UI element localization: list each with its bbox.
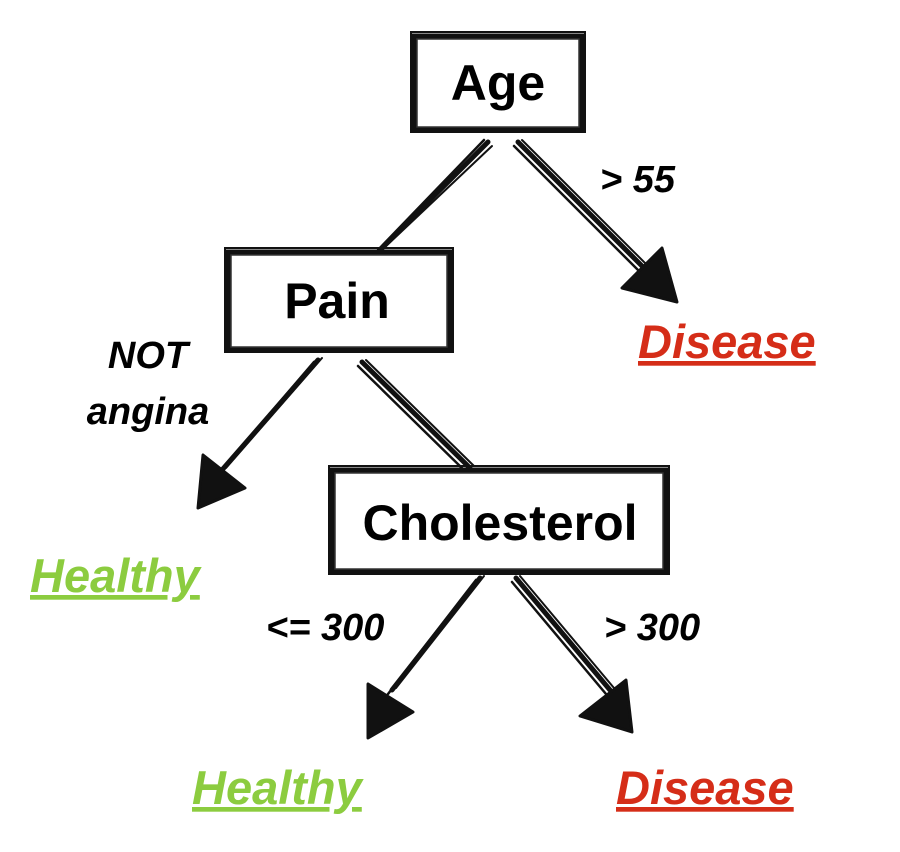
arrowhead-icon [620, 246, 679, 304]
edge-label-pain-left-line1: NOT [108, 335, 191, 377]
node-cholesterol: Cholesterol [328, 465, 670, 575]
edge-label-chol-right: > 300 [604, 607, 700, 649]
edge-age-to-pain [374, 138, 493, 254]
node-age-label: Age [451, 55, 545, 111]
edge-label-pain-left-line2: angina [87, 391, 209, 433]
edge-label-age-right: > 55 [600, 159, 676, 201]
node-cholesterol-label: Cholesterol [362, 495, 637, 551]
arrowhead-icon [366, 682, 415, 740]
edge-cholesterol-to-disease [510, 575, 634, 734]
node-pain-label: Pain [284, 273, 390, 329]
leaf-healthy-bottom: Healthy [192, 761, 365, 814]
node-pain: Pain [224, 247, 454, 353]
arrowhead-icon [578, 678, 634, 734]
leaf-healthy-left: Healthy [30, 549, 203, 602]
edge-pain-to-cholesterol [356, 359, 475, 474]
leaf-disease-bottom: Disease [616, 761, 794, 814]
edge-cholesterol-to-healthy [366, 575, 485, 740]
arrowhead-icon [196, 453, 247, 510]
node-age: Age [410, 31, 586, 133]
edge-age-to-disease [512, 139, 679, 304]
leaf-disease-top: Disease [638, 315, 816, 368]
edge-label-chol-left: <= 300 [266, 607, 384, 649]
edge-pain-to-healthy [196, 357, 323, 510]
